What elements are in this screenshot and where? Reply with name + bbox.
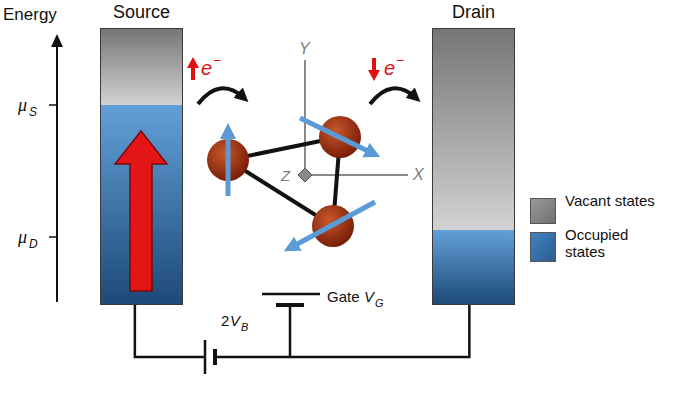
diagram-label: − [213, 53, 221, 67]
spin-polarization-arrow [101, 29, 181, 303]
gate-plate [262, 293, 320, 296]
energy-axis [56, 40, 58, 302]
gate-wire [289, 306, 292, 357]
x-axis [305, 174, 408, 176]
diagram-label: − [396, 53, 404, 67]
spin-arrow [290, 202, 375, 248]
diagram-label: X [413, 167, 424, 183]
diagram-label: μ [18, 96, 27, 114]
energy-band-box: Drain [432, 28, 515, 305]
gate-plate [276, 303, 304, 307]
hop-arrow [370, 88, 416, 104]
diagram-label: 2 [221, 313, 229, 328]
spin-polarization-arrow [115, 131, 167, 291]
energy-band-box: Source [100, 28, 183, 305]
legend-swatch [530, 232, 556, 262]
diagram-label: D [29, 238, 38, 250]
tick [49, 104, 57, 106]
z-axis-symbol [298, 168, 312, 182]
diagram-label: V [364, 289, 374, 304]
box-heading: Source [81, 2, 202, 23]
spin-up-arrow [191, 62, 195, 80]
spin-down-arrow [372, 58, 376, 76]
spin-arrow [226, 130, 231, 196]
diagram-label: V [230, 313, 240, 328]
diagram-label: Y [299, 41, 310, 57]
diagram-label: Z [281, 168, 290, 183]
diagram-label: Energy [3, 6, 57, 23]
battery-plate [204, 340, 207, 374]
legend-text: Vacant states [565, 192, 660, 209]
diagram-label: S [29, 106, 37, 118]
tick [49, 236, 57, 238]
hop-arrow [198, 88, 244, 104]
diagram-label: μ [18, 228, 27, 246]
box-heading: Drain [413, 2, 534, 23]
diagram-label: Gate [327, 289, 360, 304]
battery-plate [213, 349, 217, 365]
circuit-wire [135, 305, 469, 357]
diagram-label: B [241, 322, 248, 333]
legend-text: Occupied states [565, 226, 660, 261]
spin-arrow [300, 118, 374, 154]
diagram-label: e [384, 58, 395, 78]
diagram-label: G [375, 298, 384, 309]
diagram-label: e [201, 58, 212, 78]
legend-swatch [530, 198, 556, 224]
wire-gap [206, 350, 214, 364]
